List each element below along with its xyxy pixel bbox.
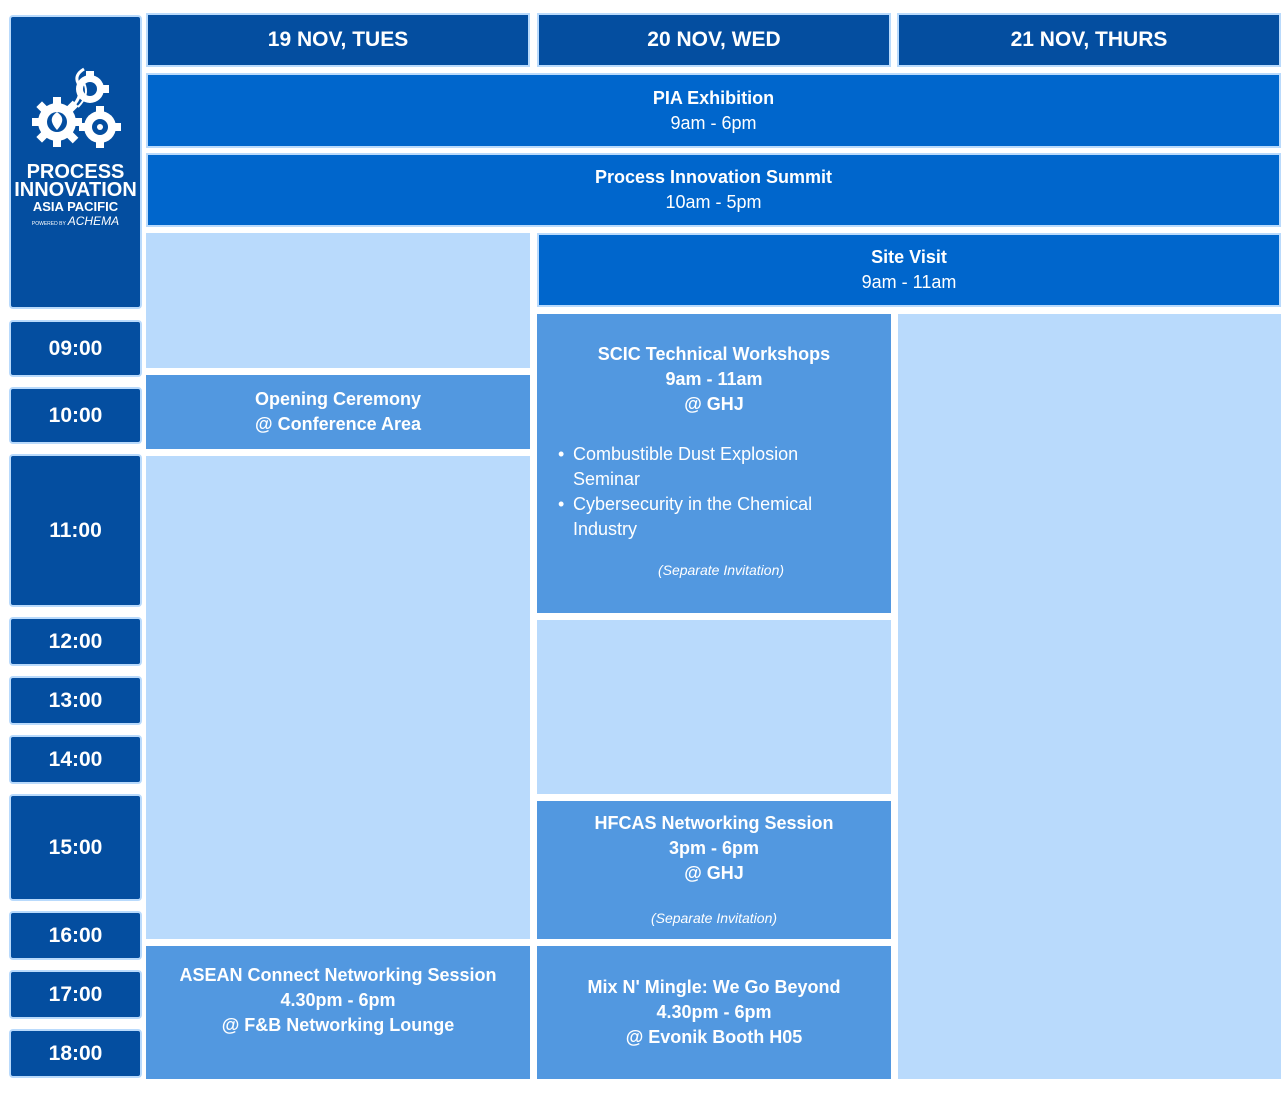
empty-slot: [146, 233, 530, 368]
empty-slot: [537, 620, 891, 794]
event-location: @ GHJ: [684, 394, 744, 414]
event-note: (Separate Invitation): [650, 910, 778, 926]
empty-slot: [898, 314, 1281, 1079]
event-site-visit: Site Visit 9am - 11am: [537, 233, 1281, 307]
event-time: 4.30pm - 6pm: [280, 990, 396, 1010]
list-item: Cybersecurity in the Chemical Industry: [537, 492, 853, 542]
logo-powered-by: POWERED BY ACHEMA: [11, 214, 140, 228]
event-time: 9am - 6pm: [670, 112, 757, 133]
event-location: @ Conference Area: [255, 414, 421, 434]
logo-line-asia-pacific: ASIA PACIFIC: [32, 199, 119, 214]
event-title: Mix N' Mingle: We Go Beyond: [587, 977, 841, 997]
time-slot: 09:00: [9, 320, 142, 377]
empty-slot: [146, 456, 530, 939]
event-location: @ GHJ: [684, 863, 744, 883]
event-title: Site Visit: [871, 247, 947, 267]
logo-brand: ACHEMA: [67, 214, 120, 228]
logo-panel: PROCESS INNOVATION ASIA PACIFIC POWERED …: [9, 15, 142, 309]
event-time: 10am - 5pm: [665, 192, 762, 212]
event-summit: Process Innovation Summit 10am - 5pm: [146, 153, 1281, 227]
event-opening-ceremony: Opening Ceremony @ Conference Area: [146, 375, 530, 449]
list-item: Combustible Dust Explosion Seminar: [537, 442, 853, 492]
time-slot: 14:00: [9, 735, 142, 784]
time-slot: 17:00: [9, 970, 142, 1019]
event-location: @ F&B Networking Lounge: [221, 1015, 455, 1035]
logo-powered-by-label: POWERED BY: [31, 221, 66, 227]
logo-line-innovation: INNOVATION: [14, 179, 137, 201]
event-time: 3pm - 6pm: [668, 838, 760, 858]
event-time: 9am - 11am: [861, 272, 957, 292]
time-slot: 13:00: [9, 676, 142, 725]
event-time: 9am - 11am: [665, 369, 763, 389]
time-slot: 10:00: [9, 387, 142, 444]
event-title: SCIC Technical Workshops: [597, 344, 831, 364]
event-title: PIA Exhibition: [652, 87, 775, 108]
event-title: HFCAS Networking Session: [594, 813, 834, 833]
event-pia-exhibition: PIA Exhibition 9am - 6pm: [146, 73, 1281, 148]
event-note: (Separate Invitation): [657, 562, 785, 578]
event-mix-n-mingle: Mix N' Mingle: We Go Beyond 4.30pm - 6pm…: [537, 946, 891, 1079]
event-asean-connect: ASEAN Connect Networking Session 4.30pm …: [146, 946, 530, 1079]
gear-logo-icon: [32, 67, 121, 148]
event-title: Opening Ceremony: [254, 389, 422, 409]
time-slot: 16:00: [9, 911, 142, 960]
day-header-tue: 19 NOV, TUES: [146, 13, 530, 67]
day-header-thu: 21 NOV, THURS: [897, 13, 1281, 67]
time-slot: 18:00: [9, 1029, 142, 1078]
day-header-wed: 20 NOV, WED: [537, 13, 891, 67]
time-slot: 11:00: [9, 454, 142, 607]
logo-line-process: PROCESS: [26, 161, 125, 183]
event-title: Process Innovation Summit: [594, 167, 833, 187]
event-location: @ Evonik Booth H05: [625, 1027, 803, 1047]
time-slot: 15:00: [9, 794, 142, 901]
time-slot: 12:00: [9, 617, 142, 666]
event-title: ASEAN Connect Networking Session: [179, 965, 497, 985]
event-hfcas-networking: HFCAS Networking Session 3pm - 6pm @ GHJ…: [537, 801, 891, 939]
event-scic-workshops: SCIC Technical Workshops 9am - 11am @ GH…: [537, 314, 891, 613]
event-time: 4.30pm - 6pm: [656, 1002, 772, 1022]
